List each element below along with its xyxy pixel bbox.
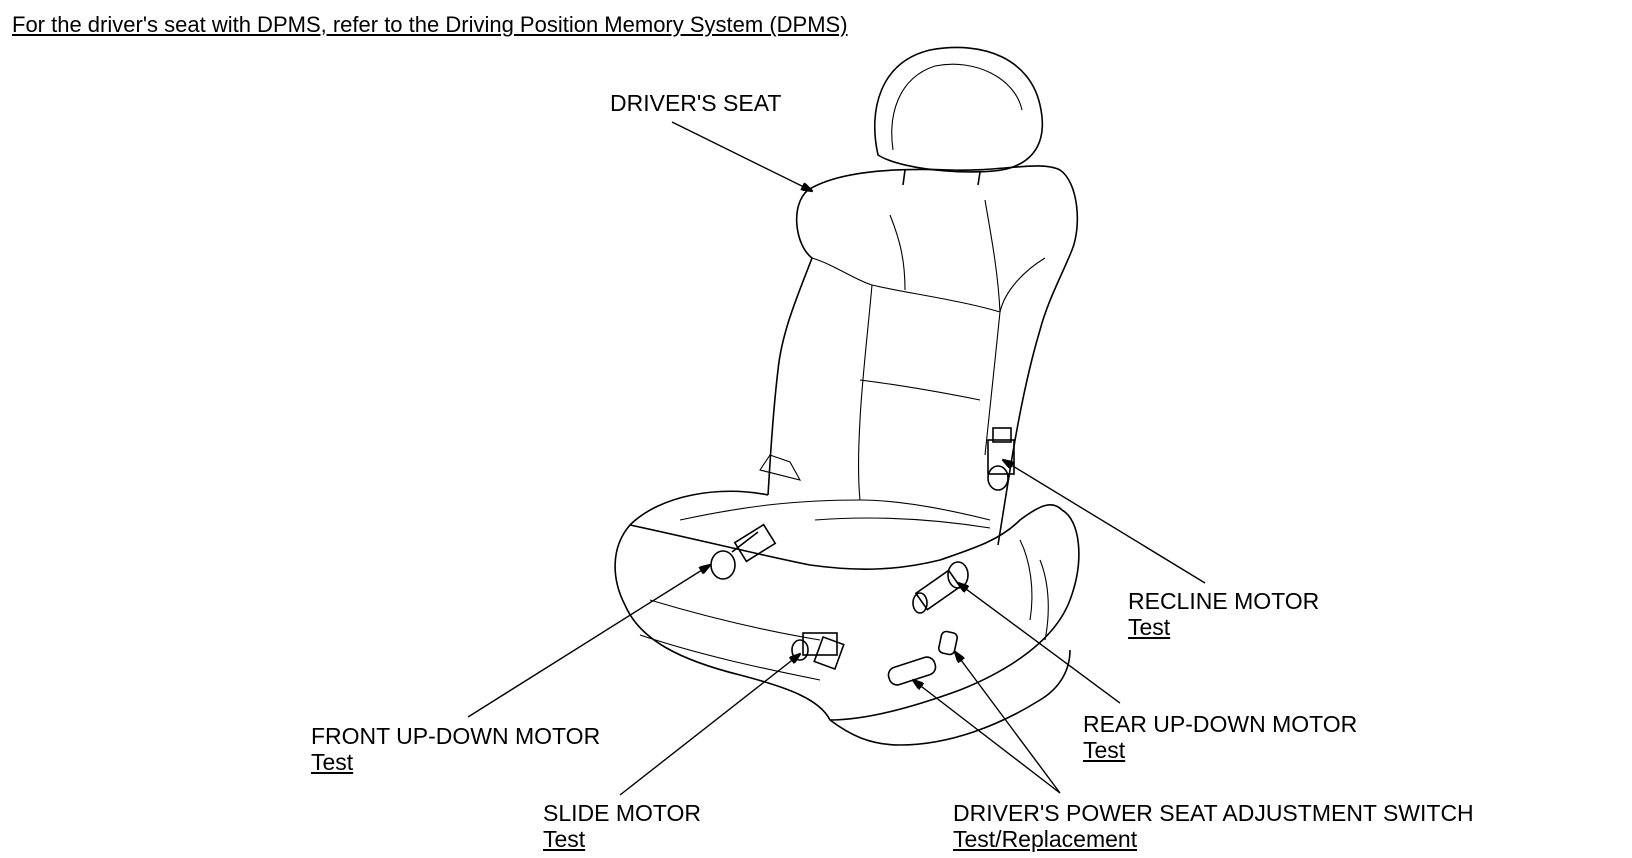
rear-up-down-motor-label: REAR UP-DOWN MOTOR [1083,711,1358,737]
leader-recline-motor [1003,460,1206,584]
leader-front-up-down-motor [467,565,710,718]
recline-motor [987,427,1015,491]
power-seat-switch-test-replacement-link[interactable]: Test/Replacement [953,826,1138,852]
leader-rear-up-down-motor [958,583,1121,704]
front-up-down-motor-callout: FRONT UP-DOWN MOTOR Test [311,723,600,775]
leader-switch-a [913,680,1061,794]
recline-motor-test-link[interactable]: Test [1128,614,1171,640]
rear-up-down-motor-callout: REAR UP-DOWN MOTOR Test [1083,711,1357,763]
power-seat-switch [887,630,958,686]
seat-cushion [614,454,1080,746]
leader-switch-b [955,652,1061,794]
leader-drivers-seat [671,121,812,191]
header-note[interactable]: For the driver's seat with DPMS, refer t… [12,12,848,37]
slide-motor-test-link[interactable]: Test [543,826,586,852]
rear-up-down-motor-test-link[interactable]: Test [1083,737,1126,763]
leader-slide-motor [619,654,800,796]
power-seat-switch-label: DRIVER'S POWER SEAT ADJUSTMENT SWITCH [953,800,1474,826]
front-up-down-motor-test-link[interactable]: Test [311,749,354,775]
front-up-down-motor-label: FRONT UP-DOWN MOTOR [311,723,601,749]
front-up-down-motor [710,523,777,580]
recline-motor-callout: RECLINE MOTOR Test [1128,588,1319,640]
recline-motor-label: RECLINE MOTOR [1128,588,1320,614]
slide-motor [791,632,845,671]
drivers-seat-label: DRIVER'S SEAT [610,90,782,116]
seat-back [767,165,1079,546]
power-seat-switch-callout: DRIVER'S POWER SEAT ADJUSTMENT SWITCH Te… [953,800,1474,852]
slide-motor-callout: SLIDE MOTOR Test [543,800,701,852]
headrest [873,46,1044,186]
rear-up-down-motor [912,561,969,614]
slide-motor-label: SLIDE MOTOR [543,800,702,826]
